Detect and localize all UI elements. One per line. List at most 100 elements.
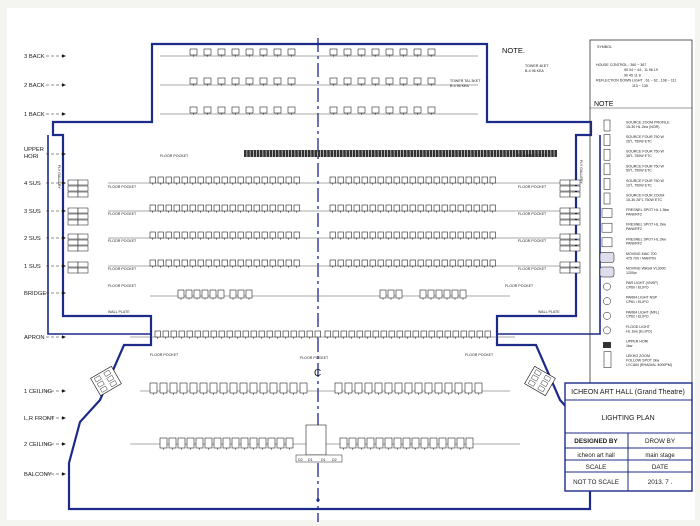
date-value: 2013. 7 . xyxy=(648,479,673,486)
cyc-light xyxy=(493,150,497,157)
fixture-icon xyxy=(385,259,392,267)
boom-fixture xyxy=(77,261,89,268)
fixture-icon xyxy=(261,204,268,212)
boom-fixture xyxy=(559,261,571,268)
floor-pocket-labels: FLOOR POCKET FLOOR POCKET FLOOR POCKET F… xyxy=(57,154,583,360)
fixture-icon xyxy=(425,231,432,239)
fresnel-icon xyxy=(601,208,613,218)
wall-plate-label: WALL PLATE xyxy=(108,310,130,314)
fixture-icon xyxy=(245,48,254,56)
fixture-icon xyxy=(203,106,212,114)
fixture-icon xyxy=(173,259,180,267)
fixture-icon xyxy=(412,330,419,338)
boom-fixture xyxy=(67,261,79,268)
fixture-icon xyxy=(369,259,376,267)
fixture-icon xyxy=(237,204,244,212)
legend-item: PAR64 LIGHT (MFL)CP62 / ELIPO xyxy=(603,310,659,320)
cyc-light xyxy=(269,150,273,157)
fixture-icon xyxy=(221,176,228,184)
fixture-icon xyxy=(213,259,220,267)
fixture-icon xyxy=(409,204,416,212)
cyc-light xyxy=(468,150,471,157)
boom-fixture xyxy=(559,191,571,198)
cyc-light xyxy=(548,150,551,157)
cyc-light xyxy=(554,150,557,157)
fixture-icon xyxy=(451,289,459,299)
fixture-icon xyxy=(377,176,384,184)
floor-pocket-label: FLOOR POCKET xyxy=(518,154,547,158)
cyc-light xyxy=(356,150,359,157)
boom-fixture xyxy=(67,239,79,246)
cyc-light xyxy=(532,150,535,157)
legend-item: PAR LIGHT (VNSP)CP60 / ELIPO xyxy=(603,281,658,291)
fixture-icon xyxy=(457,259,464,267)
boom-fixture xyxy=(569,267,581,274)
fixture-icon xyxy=(404,330,411,338)
legend-text: PAR64 LIGHT (MFL)CP62 / ELIPO xyxy=(626,310,659,318)
fixture-icon xyxy=(454,382,463,394)
fixture-icon xyxy=(329,77,338,85)
cyc-light xyxy=(426,150,429,157)
fixture-icon xyxy=(169,382,178,394)
flood-icon xyxy=(603,326,611,335)
cyc-light xyxy=(327,150,330,157)
fixture-icon xyxy=(298,330,305,338)
fixture-icon xyxy=(245,176,252,184)
position-label: 3 BACK xyxy=(24,54,45,60)
house-control-line: REFLECTION DOWN LIGHT : 61 ~ 62 , 108 ~ … xyxy=(596,79,676,83)
fixture-icon xyxy=(197,176,204,184)
legend-title: NOTE xyxy=(594,101,614,108)
fixture-icon xyxy=(399,48,408,56)
fixture-icon xyxy=(481,176,488,184)
symbol-header: SYMBOL xyxy=(597,45,612,49)
cyc-light xyxy=(413,150,417,157)
fixture-icon xyxy=(425,176,432,184)
fixture-icon xyxy=(353,176,360,184)
floor-pocket-label: FLOOR POCKET xyxy=(518,185,547,189)
fixture-icon xyxy=(149,382,158,394)
boom-fixture xyxy=(559,219,571,226)
fresnel-icon xyxy=(601,222,613,233)
fixture-icon xyxy=(282,330,289,338)
fixture-icon xyxy=(293,259,300,267)
floor-pocket-label: FLOOR POCKET xyxy=(518,239,547,243)
boom-fixture xyxy=(569,179,581,186)
cyc-light xyxy=(256,150,260,157)
cyc-light xyxy=(474,150,477,157)
cyc-light xyxy=(295,150,298,157)
profile-spot-icon xyxy=(603,134,611,146)
fixture-icon xyxy=(428,330,435,338)
fixture-icon xyxy=(222,437,231,449)
scale-value: NOT TO SCALE xyxy=(573,479,619,486)
fixture-icon xyxy=(159,382,168,394)
fixture-icon xyxy=(401,176,408,184)
fixture-icon xyxy=(417,204,424,212)
fixture-icon xyxy=(168,437,177,449)
fixture-icon xyxy=(273,48,282,56)
fixture-icon xyxy=(353,204,360,212)
fixture-icon xyxy=(413,48,422,56)
position-label: 1 SUS xyxy=(24,264,41,270)
fixture-icon xyxy=(345,176,352,184)
cyc-light xyxy=(503,150,506,157)
date-label: DATE xyxy=(652,464,668,471)
cyc-light xyxy=(368,150,372,157)
fixture-icon xyxy=(447,437,456,449)
fixture-icon xyxy=(377,259,384,267)
fixture-icon xyxy=(219,382,228,394)
front-booth xyxy=(90,365,122,397)
fixture-icon xyxy=(425,204,432,212)
fixture-icon xyxy=(464,382,473,394)
fixture-icon xyxy=(413,106,422,114)
fixture-icon xyxy=(393,204,400,212)
legend-text: PAR LIGHT (VNSP)CP60 / ELIPO xyxy=(626,281,658,289)
boom-fixture xyxy=(67,207,79,214)
